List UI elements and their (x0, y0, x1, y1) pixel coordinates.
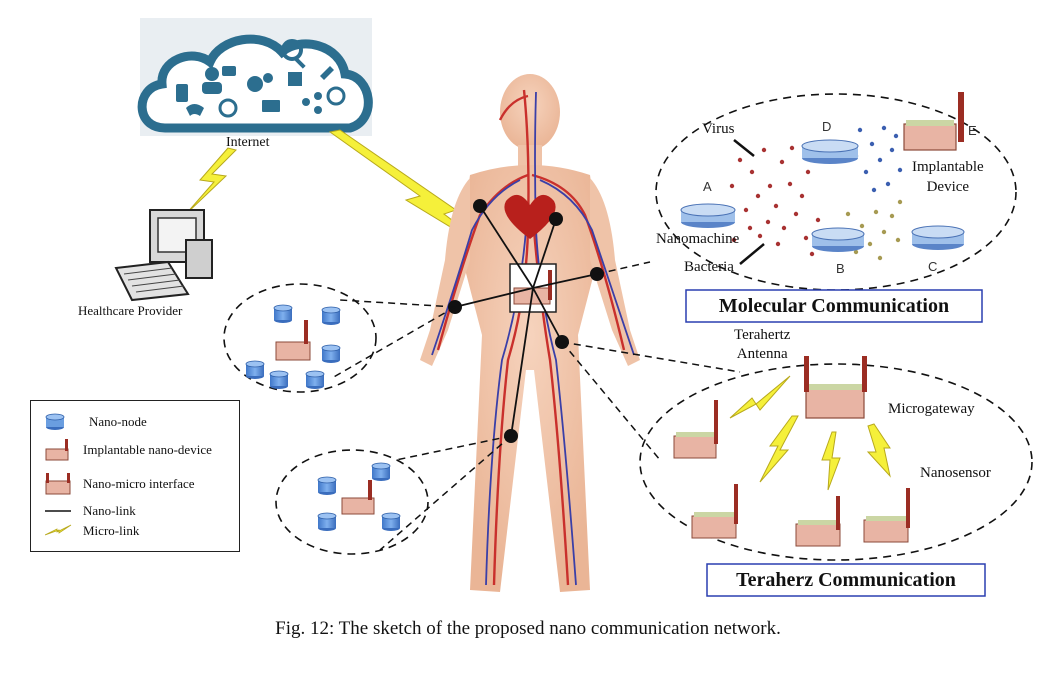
molecular-communication-ellipse (655, 93, 1017, 291)
implantable-nano-device-upper (275, 320, 311, 361)
letter-d-label: D (822, 119, 832, 134)
nanosensor-4 (863, 488, 910, 543)
letter-e-label: E (968, 123, 977, 138)
legend-item-nano-link: Nano-link (45, 503, 136, 519)
implantable-device-e (903, 92, 964, 151)
computer-icon (114, 209, 213, 302)
nano-link-icon (45, 510, 71, 512)
nanosensor-1 (673, 400, 718, 459)
letter-a-label: A (703, 179, 712, 194)
nanomachine-a (680, 203, 736, 228)
pointer-arrows (733, 139, 765, 265)
nanomachine-label: Nanomachine (656, 231, 740, 247)
nano-network-ellipse-upper (223, 283, 377, 393)
nano-links (454, 205, 598, 437)
terahertz-communication-title: Teraherz Communication (736, 568, 956, 591)
virus-label: Virus (702, 121, 735, 137)
nano-nodes-lower (317, 462, 401, 531)
healthcare-provider-label: Healthcare Provider (78, 303, 183, 318)
legend-label-nano-micro-interface: Nano-micro interface (83, 476, 195, 491)
legend-item-implantable-nano-device: Implantable nano-device (45, 439, 212, 461)
letter-b-label: B (836, 261, 845, 276)
legend-label-micro-link: Micro-link (83, 523, 140, 538)
nano-node-icon (45, 413, 65, 430)
heart-icon (504, 194, 556, 239)
letter-c-label: C (928, 259, 938, 274)
legend-item-nano-node: Nano-node (45, 413, 147, 431)
nano-network-ellipse-lower (275, 449, 429, 555)
terahertz-title-frame (706, 563, 986, 597)
cloud-icon (137, 18, 373, 136)
implantable-nano-device-lower (341, 480, 375, 515)
nanosensor-2 (691, 484, 738, 539)
legend-label-implantable-nano-device: Implantable nano-device (83, 442, 212, 457)
dashed-leaders (331, 261, 741, 551)
legend-item-micro-link: Micro-link (45, 523, 139, 539)
terahertz-micro-links (729, 375, 891, 491)
legend: Nano-node Implantable nano-device Nano-m… (30, 400, 240, 552)
figure-caption: Fig. 12: The sketch of the proposed nano… (275, 618, 781, 639)
microgateway-label: Microgateway (888, 401, 975, 417)
legend-label-nano-node: Nano-node (89, 414, 147, 429)
molecular-communication-title: Molecular Communication (718, 294, 950, 317)
nano-micro-interface-icon (45, 473, 71, 495)
molecular-title-frame (685, 289, 983, 323)
internet-label: Internet (226, 135, 270, 150)
micro-link-internet-provider (185, 147, 237, 215)
nanomachine-d (801, 139, 859, 164)
nano-nodes-upper (245, 304, 341, 389)
legend-item-nano-micro-interface: Nano-micro interface (45, 473, 195, 495)
implantable-nano-device-icon (45, 439, 69, 461)
nanosensor-3 (795, 496, 841, 547)
microgateway-device (804, 356, 867, 419)
terahertz-communication-ellipse (639, 363, 1033, 561)
human-body (420, 74, 640, 592)
nanomachine-c (911, 225, 965, 250)
micro-link-icon (45, 524, 72, 536)
terahertz-antenna-label: Terahertz Antenna (734, 327, 791, 362)
nanomachine-b (811, 227, 865, 252)
legend-label-nano-link: Nano-link (83, 503, 136, 518)
implantable-device-label: Implantable Device (912, 159, 984, 195)
nanosensor-label: Nanosensor (920, 465, 991, 481)
bacteria-label: Bacteria (684, 259, 734, 275)
